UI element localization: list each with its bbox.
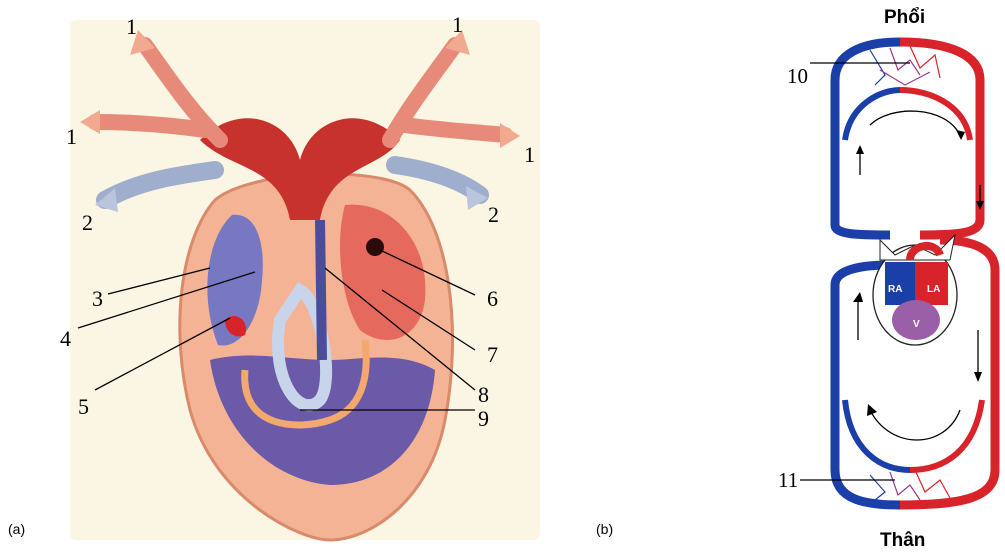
- artery-left: [95, 122, 205, 130]
- label-la: LA: [927, 284, 940, 295]
- organ-label-body: Thân: [880, 530, 925, 552]
- label-1-top-left: 1: [126, 16, 137, 38]
- pulmonary-inner-arc-blue: [845, 90, 900, 140]
- body-capillary-bed: [870, 470, 950, 500]
- label-1-top-right: 1: [452, 14, 463, 36]
- label-5: 5: [78, 396, 89, 418]
- label-9: 9: [478, 408, 489, 430]
- label-ra: RA: [888, 284, 902, 295]
- label-10: 10: [787, 66, 808, 87]
- panel-b-tag: (b): [596, 521, 613, 537]
- panel-a-tag: (a): [8, 521, 25, 537]
- organ-label-lungs: Phổi: [884, 7, 925, 29]
- label-11: 11: [778, 470, 798, 491]
- systemic-inner-arc-red: [910, 400, 982, 470]
- label-3: 3: [92, 288, 103, 310]
- heart-cross-section: [0, 0, 560, 558]
- label-7: 7: [487, 344, 498, 366]
- arrow-pulmonary-top: [870, 111, 960, 135]
- valve-opening: [366, 238, 384, 256]
- label-1-left: 1: [66, 126, 77, 148]
- label-4: 4: [60, 328, 71, 350]
- label-2-left: 2: [82, 212, 93, 234]
- label-8: 8: [478, 384, 489, 406]
- artery-right: [405, 125, 505, 135]
- arrowhead-systemic-up: [853, 292, 863, 302]
- label-6: 6: [487, 288, 498, 310]
- label-2-right: 2: [488, 204, 499, 226]
- label-1-right: 1: [524, 144, 535, 166]
- septum: [320, 220, 322, 360]
- circulation-schematic: RA LA V: [770, 30, 1005, 530]
- arrowhead-systemic-down: [974, 372, 982, 382]
- arrowhead-pulmonary-top: [956, 130, 965, 140]
- label-v: V: [913, 319, 920, 330]
- systemic-inner-arc-blue: [845, 400, 910, 470]
- lung-capillary-bed: [870, 46, 940, 85]
- arrowhead-pulmonary-up: [856, 145, 864, 154]
- arrow-systemic-bottom: [870, 410, 960, 440]
